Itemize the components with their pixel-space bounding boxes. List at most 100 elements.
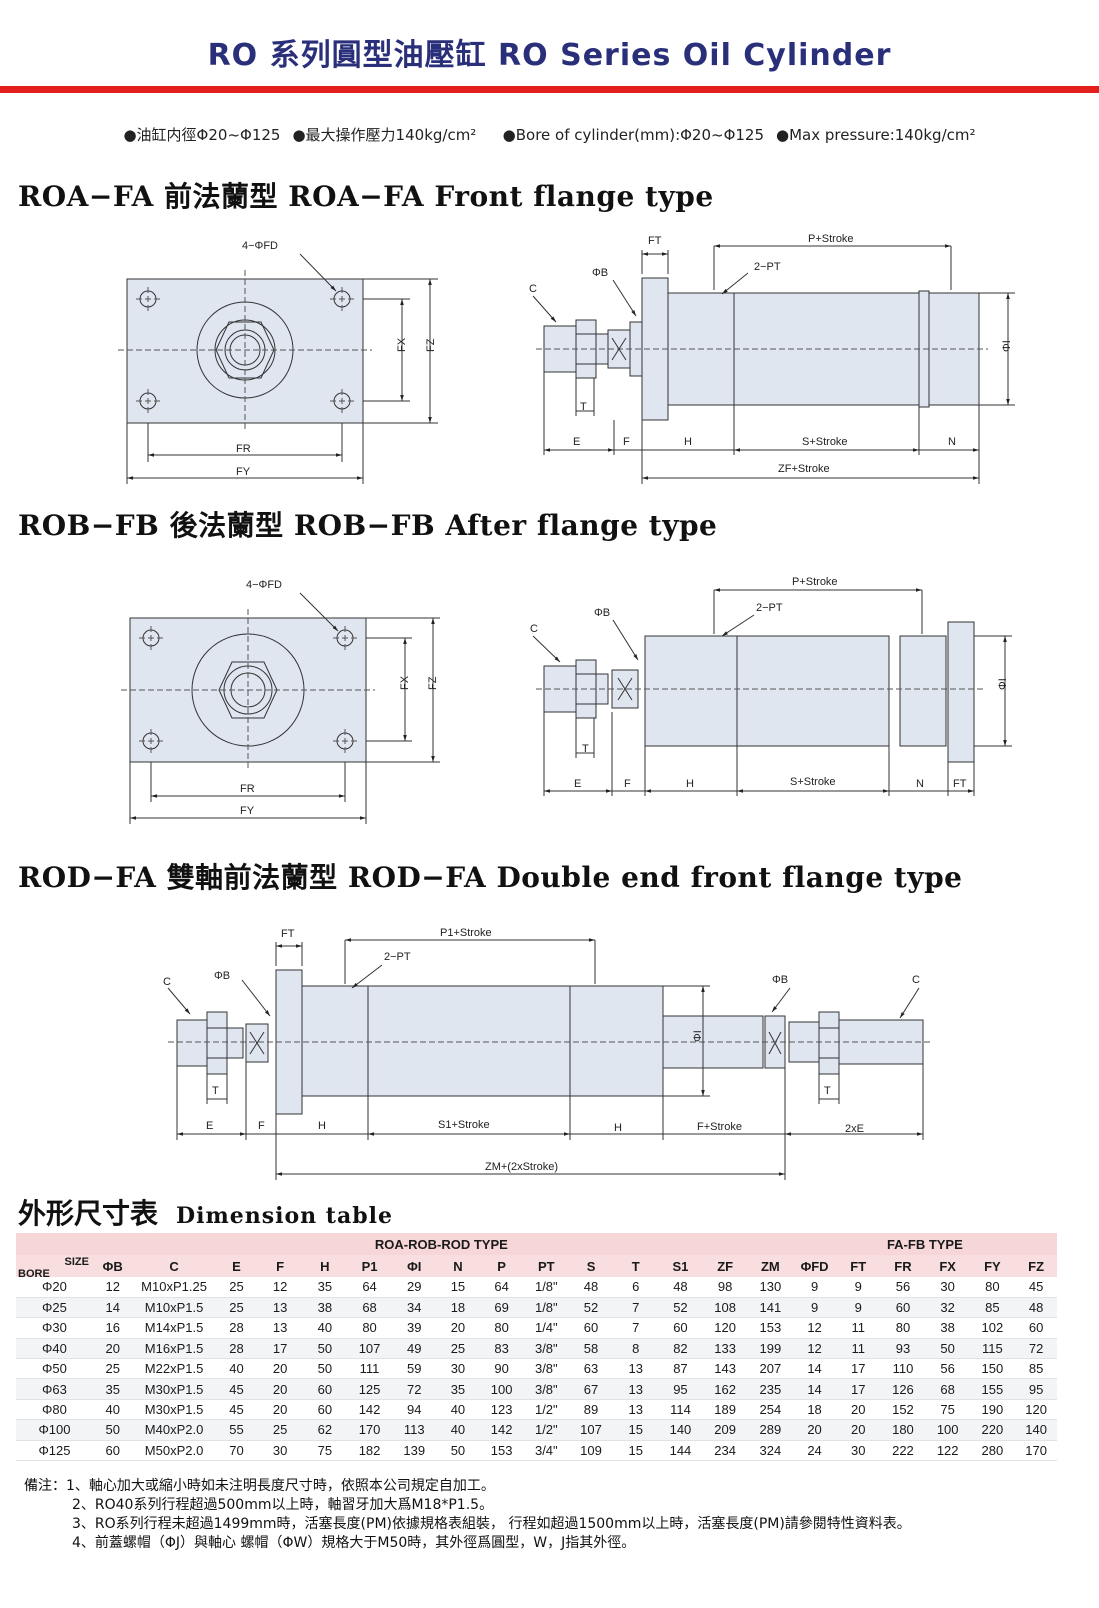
label-roa-oi: ΦI: [1001, 340, 1013, 352]
table-cell: 234: [702, 1440, 749, 1462]
table-cell: M30xP1.5: [132, 1378, 216, 1400]
table-cell: 189: [702, 1399, 749, 1421]
table-cell: 143: [702, 1358, 749, 1380]
table-cell: 28: [215, 1338, 258, 1360]
table-cell: 67: [569, 1378, 613, 1400]
table-cell: 180: [880, 1419, 926, 1441]
table-cell: Φ30: [16, 1317, 93, 1339]
table-cell: 50: [436, 1440, 480, 1462]
table-cell: 110: [880, 1358, 926, 1380]
table-cell: 64: [479, 1277, 524, 1298]
spec-bore-en: ●Bore of cylinder(mm):Φ20~Φ125: [502, 126, 765, 144]
table-cell: 25: [257, 1419, 303, 1441]
label-rod-ob-right: ΦB: [772, 974, 788, 986]
table-cell: 95: [658, 1378, 703, 1400]
title-underline-bar: [0, 86, 1099, 93]
label-rob-ob: ΦB: [594, 607, 610, 619]
table-cell: 109: [569, 1440, 613, 1462]
table-cell: M50xP2.0: [132, 1440, 216, 1462]
table-cell: 13: [257, 1297, 303, 1319]
table-cell: 68: [925, 1378, 970, 1400]
table-cell: 14: [792, 1358, 837, 1380]
table-cell: 140: [658, 1419, 703, 1441]
table-cell: 59: [392, 1358, 437, 1380]
label-rod-2xe: 2xE: [845, 1123, 864, 1135]
table-cell: 25: [215, 1297, 258, 1319]
table-cell: M10xP1.5: [132, 1297, 216, 1319]
label-rob-fz: FZ: [427, 676, 439, 690]
table-cell: 142: [479, 1419, 524, 1441]
table-cell: 69: [479, 1297, 524, 1319]
table-cell: 123: [479, 1399, 524, 1421]
label-rob-pt: 2−PT: [756, 602, 783, 614]
table-cell: 48: [1015, 1297, 1057, 1319]
table-cell: 30: [257, 1440, 303, 1462]
table-cell: 111: [346, 1358, 393, 1380]
table-cell: 25: [92, 1358, 133, 1380]
table-cell: 162: [702, 1378, 749, 1400]
table-cell: 32: [925, 1297, 970, 1319]
table-cell: 64: [346, 1277, 393, 1298]
column-header: FR: [880, 1255, 926, 1277]
table-cell: 45: [1015, 1277, 1057, 1298]
table-cell: 20: [792, 1419, 837, 1441]
table-cell: 126: [880, 1378, 926, 1400]
table-cell: M22xP1.5: [132, 1358, 216, 1380]
column-header: E: [215, 1255, 258, 1277]
size-label: SIZE: [64, 1256, 89, 1268]
bore-label: BORE: [18, 1268, 50, 1280]
table-cell: 1/2": [523, 1399, 570, 1421]
table-cell: 140: [1015, 1419, 1057, 1441]
table-cell: 80: [880, 1317, 926, 1339]
table-cell: 18: [792, 1399, 837, 1421]
table-cell: M30xP1.5: [132, 1399, 216, 1421]
label-rod-h-left: H: [318, 1120, 326, 1132]
table-cell: 280: [969, 1440, 1016, 1462]
table-cell: 14: [792, 1378, 837, 1400]
table-cell: 141: [748, 1297, 793, 1319]
label-rob-oi: ΦI: [997, 678, 1009, 690]
table-cell: 153: [479, 1440, 524, 1462]
spec-line: ●油缸内徑Φ20~Φ125●最大操作壓力140kg/cm² ●Bore of c…: [0, 124, 1099, 145]
table-cell: 120: [1015, 1399, 1057, 1421]
table-cell: 30: [436, 1358, 480, 1380]
label-rod-ft: FT: [281, 928, 295, 940]
table-cell: 90: [479, 1358, 524, 1380]
label-roa-fy: FY: [236, 466, 251, 478]
table-cell: 50: [92, 1419, 133, 1441]
table-cell: 25: [215, 1277, 258, 1298]
column-header: FX: [925, 1255, 970, 1277]
table-cell: 190: [969, 1399, 1016, 1421]
column-header: F: [257, 1255, 303, 1277]
table-cell: 75: [925, 1399, 970, 1421]
table-cell: 20: [836, 1399, 881, 1421]
table-title-cn: 外形尺寸表: [18, 1197, 159, 1230]
table-cell: 52: [658, 1297, 703, 1319]
column-header: P: [479, 1255, 524, 1277]
label-rob-s-stroke: S+Stroke: [790, 776, 836, 788]
table-cell: 8: [612, 1338, 659, 1360]
label-rob-f: F: [624, 778, 631, 790]
table-cell: 50: [303, 1338, 347, 1360]
table-cell: 254: [748, 1399, 793, 1421]
table-cell: 49: [392, 1338, 437, 1360]
table-cell: 20: [436, 1317, 480, 1339]
notes: 備注：1、軸心加大或縮小時如未注明長度尺寸時，依照本公司規定自加工。 2、RO4…: [24, 1477, 911, 1553]
table-cell: 56: [880, 1277, 926, 1298]
table-cell: 72: [392, 1378, 437, 1400]
table-cell: 89: [569, 1399, 613, 1421]
label-rod-t-left: T: [212, 1085, 219, 1097]
table-cell: 75: [303, 1440, 347, 1462]
label-roa-h: H: [684, 436, 692, 448]
label-roa-p-stroke: P+Stroke: [808, 233, 854, 245]
column-header: N: [436, 1255, 480, 1277]
table-cell: 144: [658, 1440, 703, 1462]
table-cell: 9: [836, 1277, 881, 1298]
table-cell: 222: [880, 1440, 926, 1462]
column-header: C: [132, 1255, 216, 1277]
label-rob-t: T: [582, 743, 589, 755]
